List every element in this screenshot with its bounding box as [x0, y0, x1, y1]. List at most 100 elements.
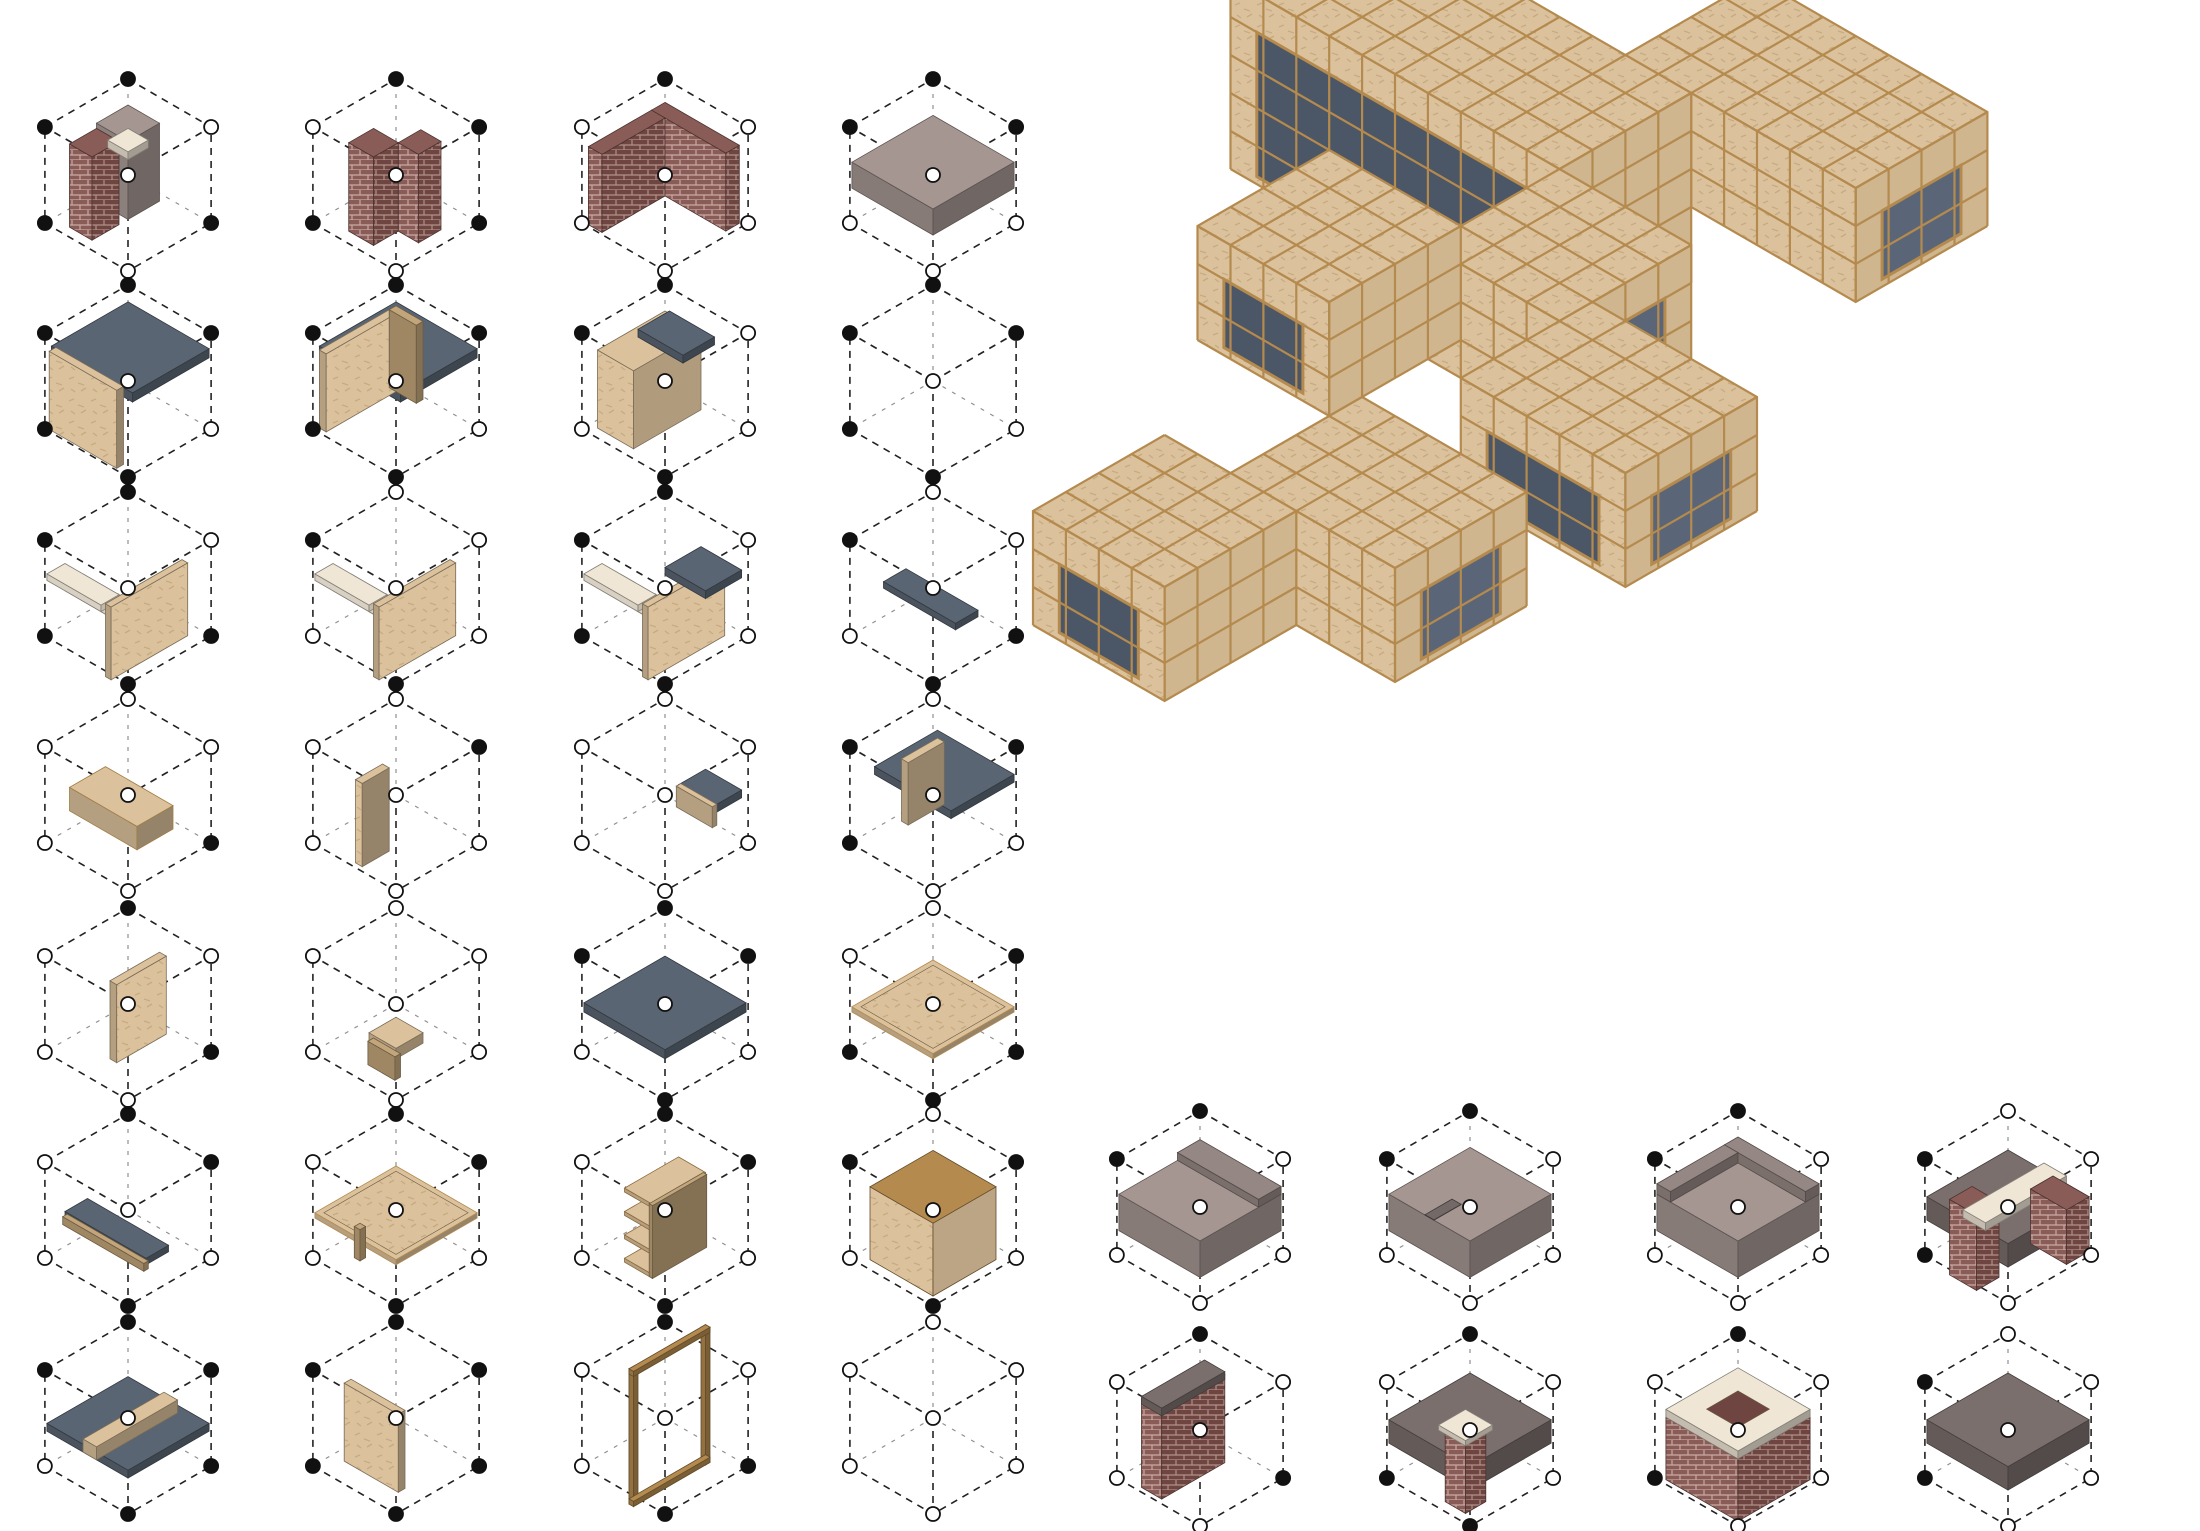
- component-cell-beam-box: [36, 691, 220, 899]
- connector-dot-filled: [471, 215, 488, 231]
- connector-dot-filled: [925, 1092, 941, 1108]
- connector-dot-open: [925, 263, 941, 279]
- connector-dot-open: [1813, 1374, 1830, 1390]
- connector-dot-filled: [657, 900, 673, 916]
- connector-dot-open: [2000, 1326, 2016, 1342]
- component-cell-stair-right: [304, 484, 488, 692]
- connector-dot-open: [1275, 1151, 1292, 1167]
- connector-dot-open: [120, 263, 136, 279]
- component-cell-floor-strip: [841, 484, 1025, 692]
- connector-dot-filled: [471, 1154, 488, 1170]
- connector-dot-filled: [304, 215, 321, 231]
- connector-dot-filled: [1646, 1470, 1663, 1486]
- connector-dot-center: [388, 1202, 404, 1218]
- connector-dot-open: [471, 532, 488, 548]
- connector-dot-filled: [657, 484, 673, 500]
- connector-dot-filled: [120, 900, 136, 916]
- connector-dot-filled: [203, 835, 220, 851]
- component-cell-wall-brick-corner: [573, 71, 757, 279]
- connector-dot-open: [1730, 1518, 1746, 1531]
- component-cell-floor-small: [573, 691, 757, 899]
- connector-dot-filled: [925, 277, 941, 293]
- connector-dot-open: [1275, 1247, 1292, 1263]
- connector-dot-filled: [120, 71, 136, 87]
- connector-dot-open: [304, 1250, 321, 1266]
- connector-dot-open: [36, 1458, 53, 1474]
- component-cell-stair-landing: [573, 484, 757, 692]
- component-cell-door-frame: [573, 1314, 757, 1522]
- connector-dot-filled: [203, 628, 220, 644]
- connector-dot-open: [925, 883, 941, 899]
- connector-dot-filled: [1916, 1374, 1933, 1390]
- connector-dot-open: [1008, 1250, 1025, 1266]
- connector-dot-open: [925, 1314, 941, 1330]
- connector-dot-filled: [1916, 1470, 1933, 1486]
- connector-dot-open: [740, 1250, 757, 1266]
- component-cell-plinth-dark-corner: [1378, 1326, 1562, 1531]
- connector-dot-filled: [925, 469, 941, 485]
- connector-dot-open: [2000, 1103, 2016, 1119]
- connector-dot-filled: [304, 1362, 321, 1378]
- connector-dot-center: [925, 1410, 941, 1426]
- connector-dot-open: [471, 1044, 488, 1060]
- component-cell-wall-brick-capped: [1916, 1103, 2100, 1311]
- connector-dot-open: [1008, 1458, 1025, 1474]
- component-cell-empty: [841, 277, 1025, 485]
- connector-dot-open: [1378, 1247, 1395, 1263]
- connector-dot-open: [1108, 1247, 1125, 1263]
- connector-dot-open: [388, 883, 404, 899]
- connector-dot-filled: [36, 119, 53, 135]
- component-grid-left: [36, 71, 1025, 1522]
- connector-dot-center: [120, 167, 136, 183]
- connector-dot-filled: [1462, 1518, 1478, 1531]
- connector-dot-open: [1646, 1374, 1663, 1390]
- connector-dot-open: [657, 263, 673, 279]
- connector-dot-center: [657, 1410, 673, 1426]
- connector-dot-center: [657, 1202, 673, 1218]
- connector-dot-open: [304, 1044, 321, 1060]
- connector-dot-filled: [388, 469, 404, 485]
- connector-dot-open: [1008, 532, 1025, 548]
- connector-dot-filled: [120, 1106, 136, 1122]
- connector-dot-open: [740, 628, 757, 644]
- connector-dot-open: [573, 215, 590, 231]
- connector-dot-open: [740, 739, 757, 755]
- connector-dot-open: [388, 900, 404, 916]
- component-cell-stair-left: [36, 484, 220, 692]
- connector-dot-open: [573, 421, 590, 437]
- connector-dot-open: [203, 948, 220, 964]
- component-cell-wall-small: [304, 691, 488, 899]
- connector-dot-filled: [1008, 1044, 1025, 1060]
- connector-dot-filled: [471, 1362, 488, 1378]
- component-cell-wall-vertical: [36, 900, 220, 1108]
- connector-dot-filled: [1730, 1103, 1746, 1119]
- connector-dot-open: [36, 948, 53, 964]
- connector-dot-open: [304, 1154, 321, 1170]
- component-cell-box-cube: [841, 1106, 1025, 1314]
- connector-dot-center: [388, 996, 404, 1012]
- connector-dot-open: [1730, 1295, 1746, 1311]
- connector-dot-open: [573, 119, 590, 135]
- connector-dot-filled: [657, 1106, 673, 1122]
- component-cell-slab-stone: [841, 71, 1025, 279]
- connector-dot-open: [1108, 1470, 1125, 1486]
- connector-dot-filled: [841, 421, 858, 437]
- connector-dot-open: [657, 691, 673, 707]
- connector-dot-open: [120, 1092, 136, 1108]
- connector-dot-open: [304, 739, 321, 755]
- connector-dot-center: [925, 1202, 941, 1218]
- connector-dot-filled: [203, 215, 220, 231]
- connector-dot-open: [740, 1044, 757, 1060]
- connector-dot-filled: [1008, 628, 1025, 644]
- connector-dot-open: [388, 1092, 404, 1108]
- connector-dot-filled: [1192, 1103, 1208, 1119]
- connector-dot-open: [925, 484, 941, 500]
- connector-dot-open: [1008, 1362, 1025, 1378]
- connector-dot-open: [925, 1106, 941, 1122]
- connector-dot-open: [740, 1362, 757, 1378]
- connector-dot-open: [1462, 1295, 1478, 1311]
- connector-dot-open: [120, 691, 136, 707]
- connector-dot-open: [2000, 1518, 2016, 1531]
- connector-dot-filled: [304, 325, 321, 341]
- connector-dot-open: [304, 835, 321, 851]
